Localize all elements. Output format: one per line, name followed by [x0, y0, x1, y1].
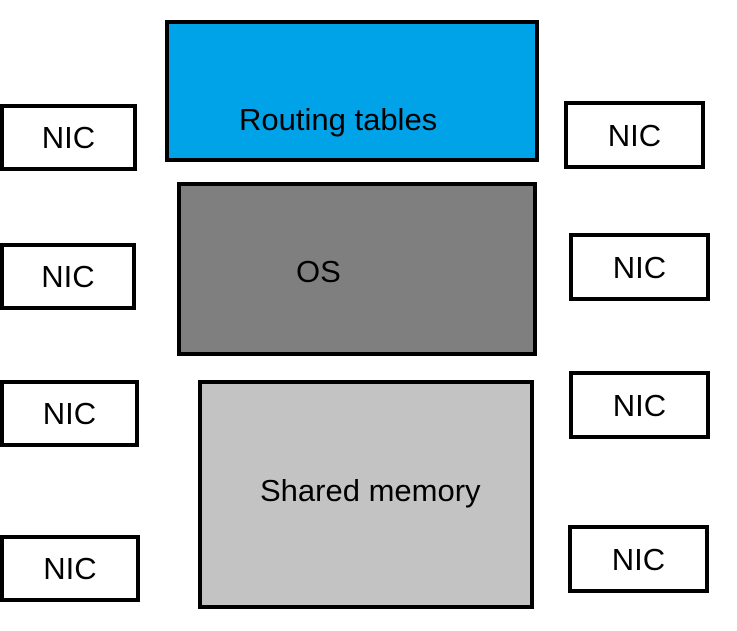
nic-box-right-2: NIC: [569, 233, 710, 301]
nic-label: NIC: [41, 120, 96, 155]
shared-memory-block: Shared memory: [198, 380, 534, 609]
nic-label: NIC: [42, 396, 97, 431]
nic-box-left-4: NIC: [0, 535, 140, 602]
os-label: OS: [296, 254, 341, 289]
nic-label: NIC: [41, 259, 95, 294]
os-block: OS: [177, 182, 537, 356]
nic-label: NIC: [612, 387, 667, 423]
nic-box-right-4: NIC: [568, 525, 709, 593]
nic-box-right-3: NIC: [569, 371, 710, 439]
nic-label: NIC: [612, 249, 667, 285]
nic-box-right-1: NIC: [564, 101, 705, 169]
routing-tables-block: Routing tables: [165, 20, 539, 162]
routing-tables-label: Routing tables: [239, 102, 438, 137]
nic-label: NIC: [607, 117, 662, 153]
nic-label: NIC: [611, 541, 666, 577]
shared-memory-label: Shared memory: [260, 473, 481, 508]
nic-box-left-3: NIC: [0, 380, 139, 447]
nic-box-left-1: NIC: [0, 104, 137, 171]
nic-label: NIC: [43, 551, 97, 586]
nic-box-left-2: NIC: [0, 243, 136, 310]
